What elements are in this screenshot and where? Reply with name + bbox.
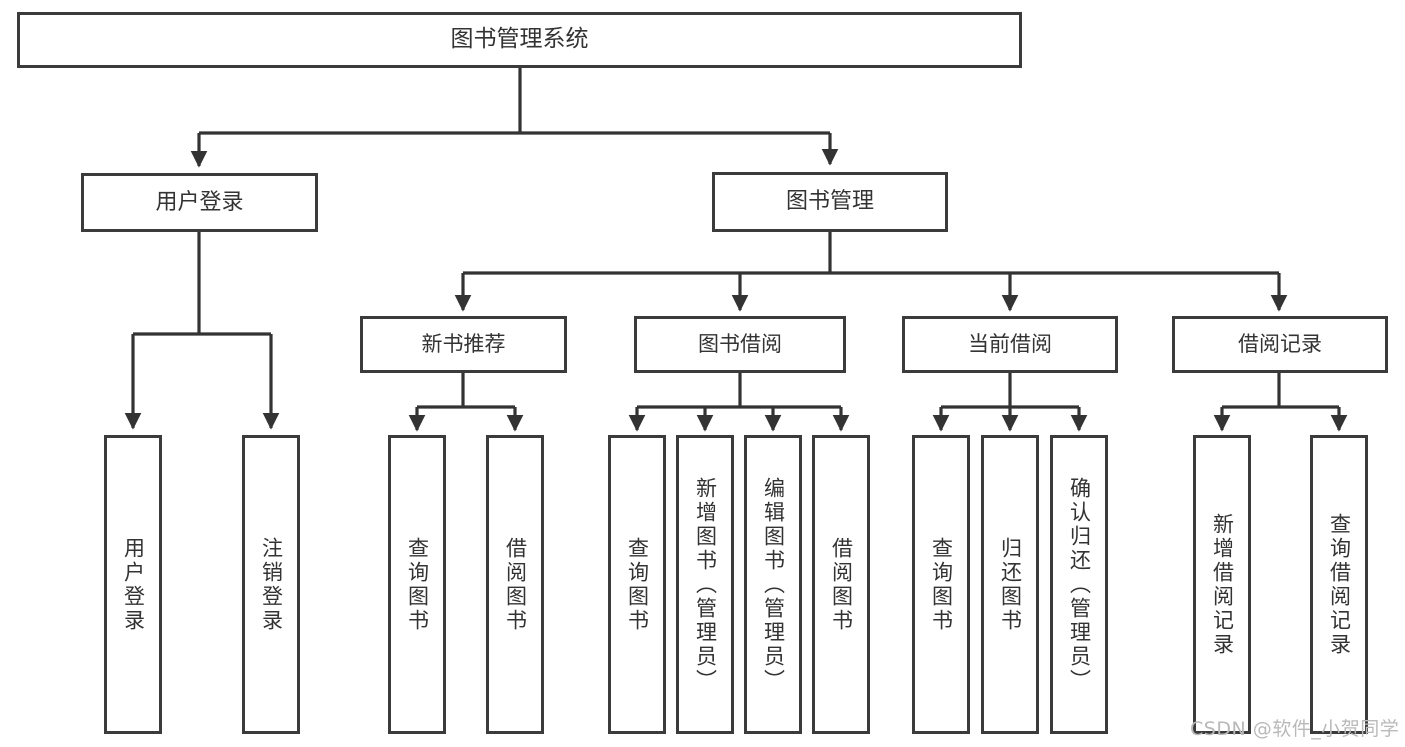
csdn-watermark: CSDN @软件_小贺同学 (1190, 718, 1400, 740)
node-leaf-book-borrow-4-label: 借阅图书 (829, 536, 854, 633)
node-book-management-label: 图书管理 (785, 189, 874, 215)
node-leaf-borrow-record-2[interactable]: 查询借阅记录 (1310, 435, 1368, 734)
node-leaf-borrow-record-2-label: 查询借阅记录 (1327, 512, 1352, 657)
node-leaf-new-book-1-label: 查询图书 (405, 536, 430, 633)
node-borrow-record[interactable]: 借阅记录 (1172, 316, 1388, 373)
node-leaf-current-borrow-3[interactable]: 确认归还（管理员） (1050, 435, 1108, 734)
node-new-book-recommend-label: 新书推荐 (421, 332, 506, 357)
node-book-management[interactable]: 图书管理 (712, 172, 948, 232)
node-leaf-current-borrow-2[interactable]: 归还图书 (981, 435, 1039, 734)
node-leaf-user-login-1[interactable]: 用户登录 (104, 435, 162, 734)
node-leaf-current-borrow-1-label: 查询图书 (929, 536, 954, 633)
node-leaf-current-borrow-2-label: 归还图书 (998, 536, 1023, 633)
node-leaf-book-borrow-2-label: 新增图书（管理员） (693, 476, 718, 693)
node-book-borrow[interactable]: 图书借阅 (634, 316, 846, 373)
node-leaf-user-login-2[interactable]: 注销登录 (242, 435, 300, 734)
node-leaf-borrow-record-1[interactable]: 新增借阅记录 (1193, 435, 1251, 734)
node-leaf-book-borrow-3[interactable]: 编辑图书（管理员） (744, 435, 802, 734)
node-leaf-user-login-1-label: 用户登录 (121, 536, 146, 633)
node-leaf-book-borrow-3-label: 编辑图书（管理员） (761, 476, 786, 693)
node-new-book-recommend[interactable]: 新书推荐 (360, 316, 567, 373)
node-leaf-new-book-2-label: 借阅图书 (503, 536, 528, 633)
node-root-system-label: 图书管理系统 (450, 26, 589, 53)
node-leaf-new-book-1[interactable]: 查询图书 (388, 435, 446, 734)
node-leaf-book-borrow-1[interactable]: 查询图书 (608, 435, 666, 734)
node-current-borrow[interactable]: 当前借阅 (902, 316, 1118, 373)
node-root-system[interactable]: 图书管理系统 (17, 12, 1022, 68)
node-book-borrow-label: 图书借阅 (698, 332, 782, 357)
node-leaf-book-borrow-1-label: 查询图书 (625, 536, 650, 633)
node-leaf-current-borrow-3-label: 确认归还（管理员） (1067, 476, 1092, 693)
node-leaf-book-borrow-4[interactable]: 借阅图书 (812, 435, 870, 734)
node-user-login[interactable]: 用户登录 (81, 173, 318, 232)
node-leaf-current-borrow-1[interactable]: 查询图书 (912, 435, 970, 734)
node-leaf-user-login-2-label: 注销登录 (259, 536, 284, 633)
node-borrow-record-label: 借阅记录 (1238, 332, 1322, 357)
node-user-login-label: 用户登录 (155, 189, 244, 215)
node-leaf-borrow-record-1-label: 新增借阅记录 (1210, 512, 1235, 657)
node-current-borrow-label: 当前借阅 (968, 332, 1052, 357)
node-leaf-new-book-2[interactable]: 借阅图书 (486, 435, 544, 734)
node-leaf-book-borrow-2[interactable]: 新增图书（管理员） (676, 435, 734, 734)
